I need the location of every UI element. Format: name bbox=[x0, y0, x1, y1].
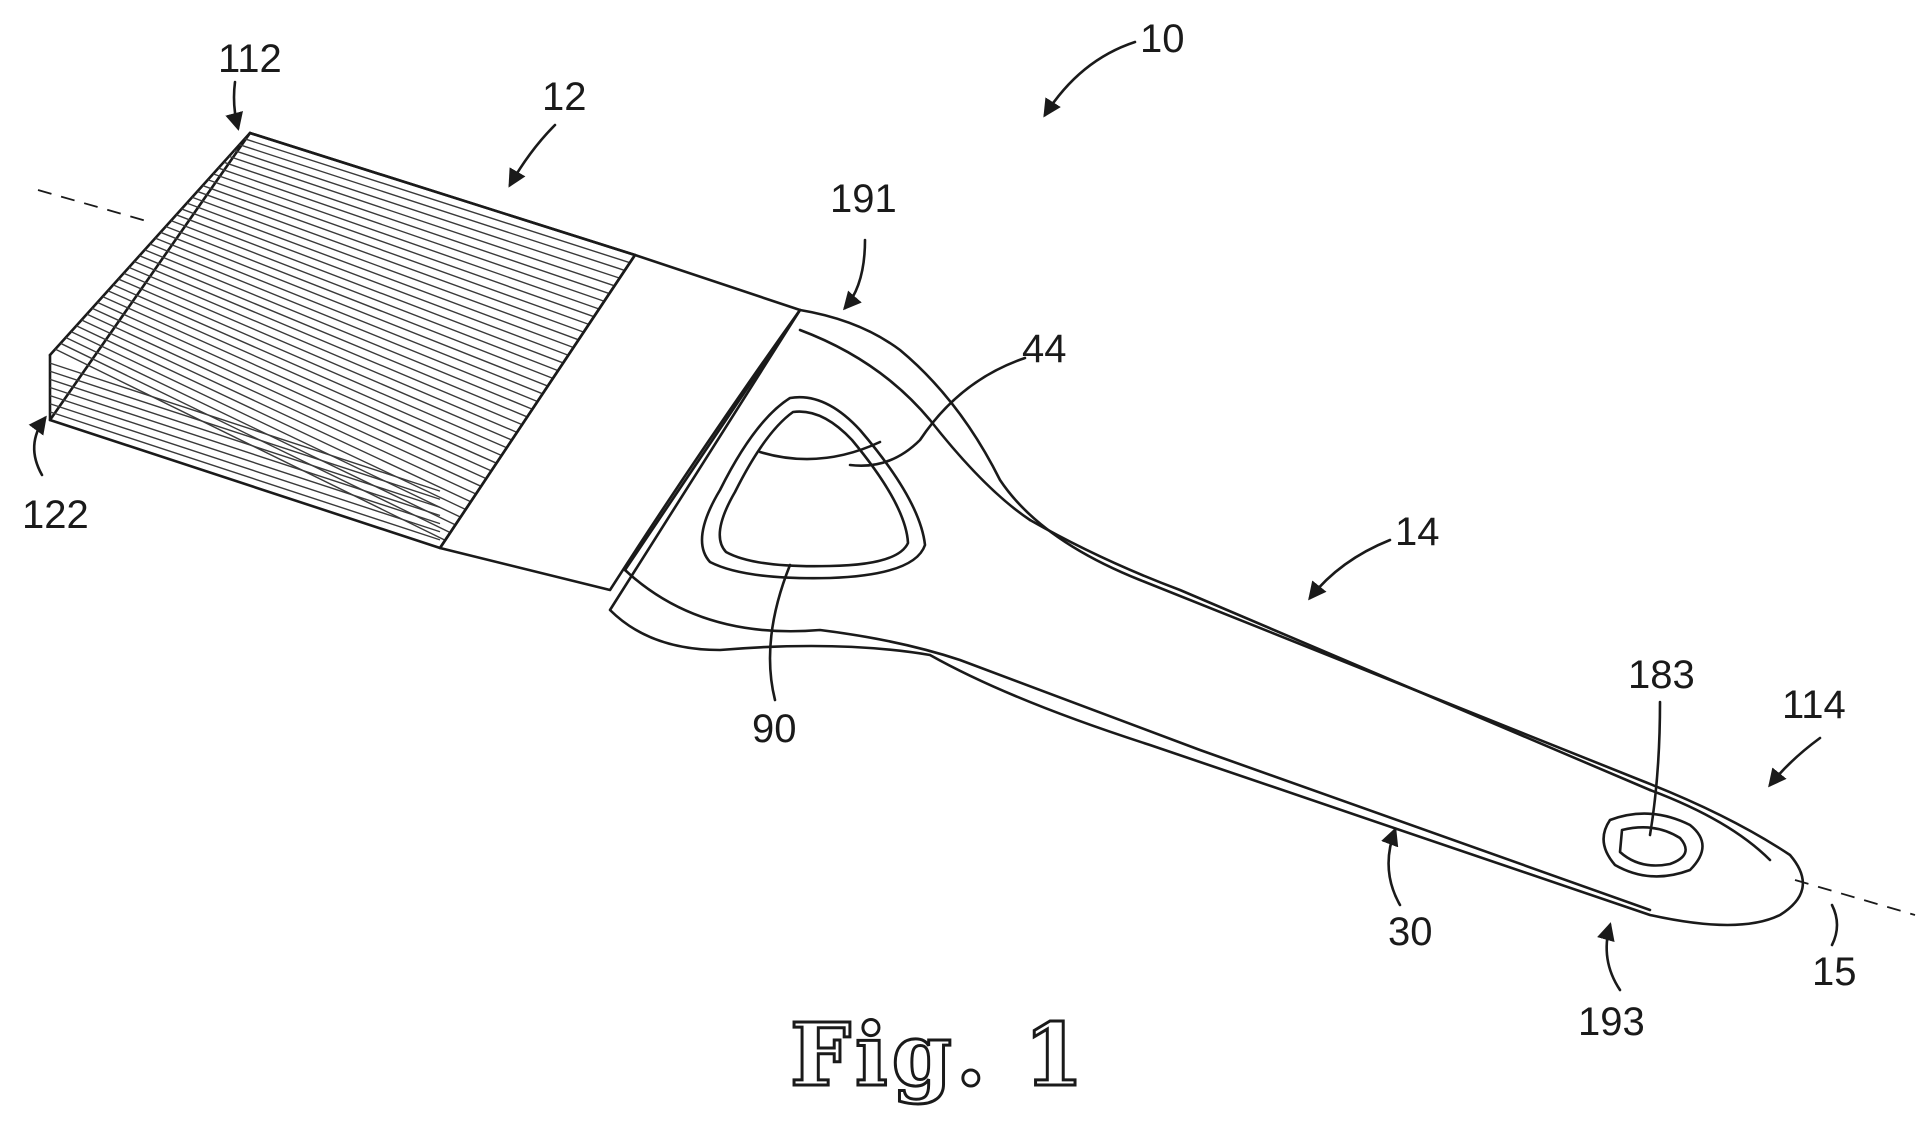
leader-30 bbox=[1381, 827, 1402, 907]
label-90: 90 bbox=[752, 707, 797, 751]
bristle-side-line bbox=[49, 403, 441, 533]
bristle-side-line bbox=[49, 362, 441, 492]
leader-14 bbox=[1308, 538, 1392, 601]
label-193: 193 bbox=[1578, 1000, 1645, 1044]
bristle-line bbox=[144, 249, 533, 410]
bristle-side-line bbox=[49, 370, 441, 500]
bristle-side-line bbox=[49, 394, 441, 525]
bristle-side-line bbox=[49, 411, 441, 541]
bristle-line bbox=[233, 149, 620, 279]
leader-15 bbox=[1830, 903, 1839, 947]
label-12: 12 bbox=[542, 75, 587, 119]
bristle-line bbox=[244, 138, 631, 264]
bristle-side-line bbox=[49, 386, 441, 517]
leader-112 bbox=[225, 80, 243, 131]
bristle-line bbox=[81, 319, 472, 503]
label-14: 14 bbox=[1395, 510, 1440, 554]
leader-191 bbox=[843, 238, 867, 311]
bristle-line bbox=[70, 330, 461, 518]
figure-caption: Fig. 1 bbox=[790, 1005, 1088, 1106]
label-191: 191 bbox=[830, 177, 897, 221]
bristle-line bbox=[149, 243, 538, 403]
bristle-line bbox=[218, 167, 605, 302]
label-183: 183 bbox=[1628, 653, 1695, 697]
bristle-line bbox=[239, 144, 625, 272]
label-114: 114 bbox=[1782, 683, 1846, 727]
leader-44 bbox=[848, 356, 1027, 467]
leader-183 bbox=[1648, 700, 1662, 837]
bristle-line bbox=[155, 237, 543, 395]
leader-10 bbox=[1043, 40, 1137, 118]
label-44: 44 bbox=[1022, 327, 1067, 371]
leader-193 bbox=[1597, 922, 1622, 992]
label-15: 15 bbox=[1812, 950, 1857, 994]
leader-90 bbox=[768, 563, 792, 702]
bristle-line bbox=[207, 179, 595, 318]
bristle-line bbox=[202, 184, 590, 326]
label-122: 122 bbox=[22, 493, 89, 537]
bristle-line bbox=[176, 214, 564, 364]
bristle-line bbox=[181, 208, 569, 356]
label-30: 30 bbox=[1388, 910, 1433, 954]
handle bbox=[608, 308, 1805, 927]
bristle-line bbox=[133, 260, 523, 426]
label-112: 112 bbox=[218, 37, 282, 81]
bristle-line bbox=[102, 295, 492, 472]
longitudinal-axis-right bbox=[1794, 879, 1916, 916]
hang-hole bbox=[1602, 812, 1704, 878]
bristle-line bbox=[191, 196, 579, 341]
bristle-line bbox=[170, 219, 559, 372]
longitudinal-axis-left bbox=[37, 189, 151, 223]
bristle-block bbox=[48, 131, 637, 550]
bristle-line bbox=[223, 161, 610, 295]
leader-122 bbox=[28, 415, 47, 477]
bristle-line bbox=[228, 155, 615, 287]
bristle-line bbox=[123, 272, 513, 441]
ferrule bbox=[438, 253, 802, 592]
bristle-line bbox=[118, 278, 507, 449]
bristle-line bbox=[128, 266, 518, 433]
bristle-line bbox=[76, 325, 466, 511]
bristle-line bbox=[112, 284, 502, 457]
bristle-line bbox=[91, 307, 482, 487]
leader-114 bbox=[1768, 736, 1822, 788]
label-10: 10 bbox=[1140, 17, 1185, 61]
grip-opening bbox=[700, 395, 927, 580]
bristle-line bbox=[197, 190, 584, 333]
leader-12 bbox=[508, 123, 557, 188]
bristle-line bbox=[186, 202, 574, 349]
bristle-line bbox=[65, 336, 456, 526]
bristle-line bbox=[165, 225, 554, 380]
bristle-line bbox=[107, 290, 497, 464]
bristle-line bbox=[160, 231, 549, 387]
bristle-line bbox=[139, 255, 528, 418]
bristle-line bbox=[212, 173, 600, 310]
bristle-line bbox=[97, 301, 487, 480]
bristle-side-line bbox=[49, 378, 441, 509]
bristle-line bbox=[86, 313, 477, 495]
